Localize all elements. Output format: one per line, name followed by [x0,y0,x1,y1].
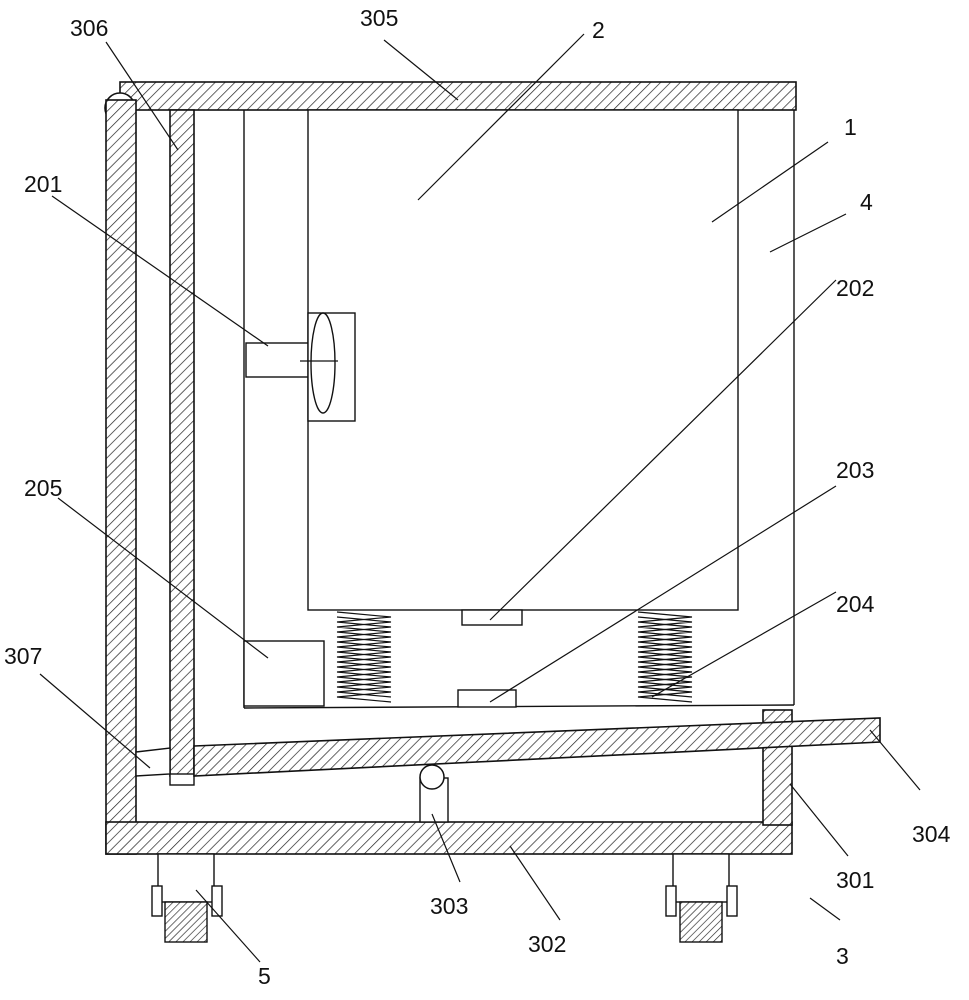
caster-left-mount [157,853,215,903]
leader-203 [489,485,837,703]
caster-left-tab-r [211,885,223,917]
label-4: 4 [860,189,873,215]
leader-3 [809,897,841,921]
leader-202 [489,279,837,621]
caster-right-tab-l [665,885,677,917]
label-2: 2 [592,17,605,43]
lever-end-307 [135,747,171,777]
leader-304 [869,729,921,791]
leader-306 [105,41,179,151]
leader-302 [509,845,561,921]
label-3: 3 [836,943,849,969]
label-204: 204 [836,591,875,617]
leader-5 [195,889,261,963]
bottom-plate-302 [105,821,793,855]
pivot-ball-303 [419,764,445,790]
leader-201 [51,195,269,347]
wheel-left [164,901,208,943]
motor-201 [245,342,309,378]
inner-wall-foot [169,773,195,786]
label-1: 1 [844,114,857,140]
label-5: 5 [258,963,271,989]
label-205: 205 [24,475,62,501]
leader-305 [383,39,459,101]
leader-204 [651,591,837,698]
label-307: 307 [4,643,42,669]
container-2 [307,109,739,611]
box-bottom-edge [243,704,795,709]
caster-left-tab-l [151,885,163,917]
pivot-post-303 [419,777,449,823]
label-303: 303 [430,893,468,919]
inner-left-wall [169,109,195,777]
spring-left-2 [336,611,392,698]
label-302: 302 [528,931,566,957]
spring-right-2 [637,611,693,698]
label-306: 306 [70,15,108,41]
label-202: 202 [836,275,874,301]
leader-4 [769,213,847,253]
leader-205 [57,497,269,659]
label-305: 305 [360,5,398,31]
controller-205 [243,640,325,707]
top-lid-305 [119,81,797,111]
leader-303 [431,813,461,883]
sensor-203 [457,689,517,708]
leader-301 [789,783,849,857]
fan-blade [310,312,336,414]
label-301: 301 [836,867,874,893]
caster-right-tab-r [726,885,738,917]
leader-307 [39,673,151,769]
wheel-right [679,901,723,943]
label-304: 304 [912,821,951,847]
leader-2 [417,33,585,201]
caster-right-mount [672,853,730,903]
label-203: 203 [836,457,874,483]
label-201: 201 [24,171,62,197]
outer-left-wall [105,99,137,855]
leader-1 [711,141,829,223]
